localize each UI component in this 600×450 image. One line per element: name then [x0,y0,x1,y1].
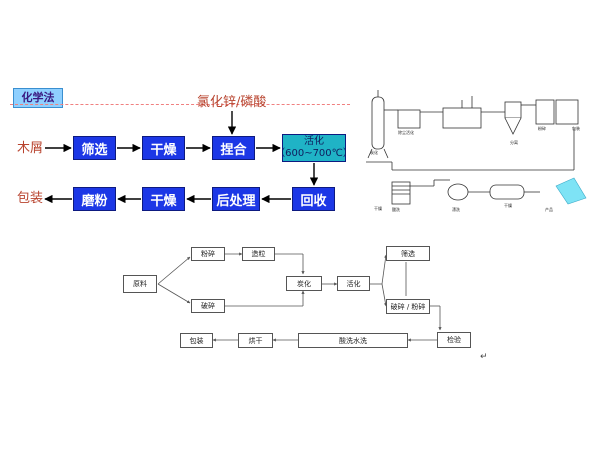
equipment-label: 产品 [545,207,553,212]
equipment-label: 酸洗 [392,207,400,212]
step-post-treatment: 后处理 [212,187,260,211]
lower-flow-arrows [157,252,442,342]
chemical-arrows [44,111,319,204]
node-carbonize: 炭化 [286,276,322,291]
node-granulate: 造粒 [242,247,275,261]
title-divider [10,104,350,105]
node-wash: 酸洗水洗 [298,333,408,348]
reagent-label: 氯化锌/磷酸 [197,95,267,110]
equipment-label: 漂洗 [452,207,460,212]
step-screening: 筛选 [73,136,116,160]
equipment-label: 除尘活化 [398,130,414,135]
equipment-label: 粉碎 [538,126,546,131]
equipment-label: 炭化 [370,150,378,155]
node-raw-material: 原料 [123,275,157,293]
node-pack: 包装 [180,333,213,348]
step-kneading: 捏合 [212,136,255,160]
node-screen: 筛选 [386,246,430,261]
equipment-label: 干燥 [374,206,382,211]
product-pile [555,177,587,205]
raw-material-label: 木屑 [17,141,44,156]
node-check: 检验 [437,332,471,348]
equipment-label: 包装 [572,126,580,131]
activation-label: 活化 [304,136,324,147]
product-label: 包装 [17,191,44,206]
node-crush-top: 粉碎 [191,247,225,261]
method-title: 化学法 [13,88,63,108]
return-mark: ↵ [480,352,488,362]
equipment-label: 分离 [510,140,518,145]
equipment-schematic [366,90,579,205]
equipment-label: 干燥 [504,203,512,208]
step-drying-2: 干燥 [142,187,185,211]
node-crush-bottom: 破碎 [191,299,225,313]
node-grind: 破碎 / 粉碎 [386,299,430,314]
step-recovery: 回收 [292,187,335,211]
activation-temp: （600~700℃） [275,148,353,159]
step-activation: 活化 （600~700℃） [275,134,353,162]
node-dry: 烘干 [238,333,273,348]
node-activate: 活化 [337,276,370,291]
step-milling: 磨粉 [73,187,116,211]
step-drying-1: 干燥 [142,136,185,160]
